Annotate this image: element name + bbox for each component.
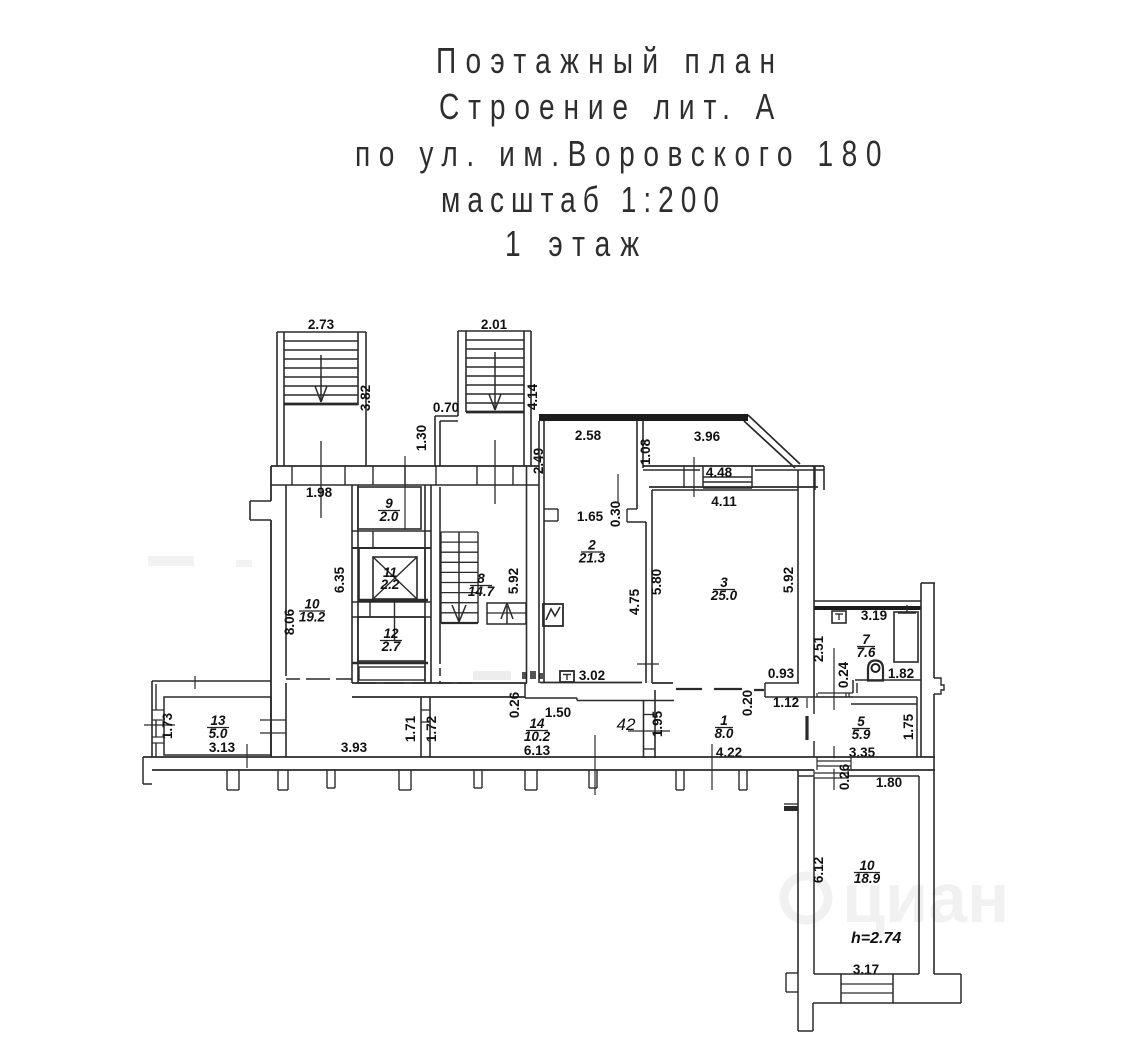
svg-text:5.92: 5.92: [781, 567, 796, 593]
svg-text:4.48: 4.48: [706, 465, 733, 480]
svg-text:0.26: 0.26: [837, 763, 852, 790]
svg-text:2.01: 2.01: [481, 317, 508, 332]
svg-text:1.30: 1.30: [414, 425, 429, 451]
svg-text:1.08: 1.08: [638, 438, 653, 465]
svg-text:1.65: 1.65: [577, 509, 604, 524]
svg-text:1.12: 1.12: [773, 695, 799, 710]
svg-text:42: 42: [617, 715, 636, 734]
svg-text:2.58: 2.58: [575, 428, 602, 443]
svg-text:14.7: 14.7: [468, 584, 496, 599]
svg-text:25.0: 25.0: [710, 588, 738, 603]
svg-text:1.71: 1.71: [403, 715, 418, 742]
svg-text:4.11: 4.11: [711, 494, 737, 509]
svg-text:5.80: 5.80: [649, 569, 664, 595]
svg-text:1.72: 1.72: [424, 716, 439, 742]
svg-text:3: 3: [720, 575, 728, 590]
svg-text:2: 2: [587, 538, 596, 553]
svg-text:1.73: 1.73: [160, 712, 175, 739]
svg-text:0.93: 0.93: [768, 666, 795, 681]
svg-text:14: 14: [529, 716, 545, 731]
svg-text:6.13: 6.13: [524, 743, 551, 758]
svg-text:18.9: 18.9: [854, 871, 881, 886]
svg-text:21.3: 21.3: [578, 551, 606, 566]
svg-text:10: 10: [304, 597, 320, 612]
svg-text:1: 1: [720, 713, 728, 728]
svg-text:3.96: 3.96: [694, 429, 721, 444]
svg-text:6.35: 6.35: [332, 566, 347, 593]
svg-text:0.20: 0.20: [740, 690, 755, 716]
svg-text:0.30: 0.30: [608, 501, 623, 527]
svg-text:7.6: 7.6: [857, 645, 876, 660]
svg-text:1.80: 1.80: [876, 775, 902, 790]
svg-text:11: 11: [383, 565, 397, 580]
svg-text:2.0: 2.0: [379, 509, 399, 524]
svg-text:5.92: 5.92: [506, 568, 521, 594]
svg-text:3.93: 3.93: [341, 740, 368, 755]
svg-text:1.75: 1.75: [901, 713, 916, 740]
svg-text:9: 9: [385, 496, 393, 511]
svg-text:13: 13: [210, 713, 226, 728]
svg-text:8.0: 8.0: [715, 726, 734, 741]
svg-text:0.70: 0.70: [433, 400, 459, 415]
svg-text:3.13: 3.13: [209, 740, 236, 755]
svg-text:10.2: 10.2: [524, 729, 551, 744]
svg-text:19.2: 19.2: [299, 610, 326, 625]
svg-text:1.98: 1.98: [306, 485, 333, 500]
svg-text:2.2: 2.2: [380, 577, 400, 592]
svg-text:3.02: 3.02: [579, 668, 605, 683]
svg-text:5.0: 5.0: [209, 726, 228, 741]
svg-text:7: 7: [862, 632, 871, 647]
svg-text:циан: циан: [842, 859, 1009, 937]
svg-text:8.06: 8.06: [282, 608, 297, 635]
svg-text:3.82: 3.82: [358, 385, 373, 411]
svg-text:1.50: 1.50: [545, 705, 571, 720]
svg-text:2.51: 2.51: [811, 635, 826, 662]
svg-text:2.7: 2.7: [381, 639, 402, 654]
svg-text:h=2.74: h=2.74: [851, 930, 901, 947]
svg-text:2.73: 2.73: [308, 317, 335, 332]
svg-text:0.26: 0.26: [507, 691, 522, 718]
svg-text:3.19: 3.19: [861, 608, 887, 623]
svg-text:4.14: 4.14: [525, 383, 540, 410]
svg-text:4.75: 4.75: [627, 588, 642, 615]
svg-text:12: 12: [383, 626, 399, 641]
svg-text:5: 5: [857, 714, 865, 729]
svg-text:8: 8: [477, 571, 485, 586]
svg-text:6.12: 6.12: [811, 857, 826, 883]
svg-text:1.95: 1.95: [650, 710, 665, 737]
svg-text:10: 10: [859, 858, 875, 873]
svg-text:1.82: 1.82: [888, 666, 914, 681]
svg-text:0.24: 0.24: [836, 661, 851, 688]
svg-text:5.9: 5.9: [852, 727, 871, 742]
